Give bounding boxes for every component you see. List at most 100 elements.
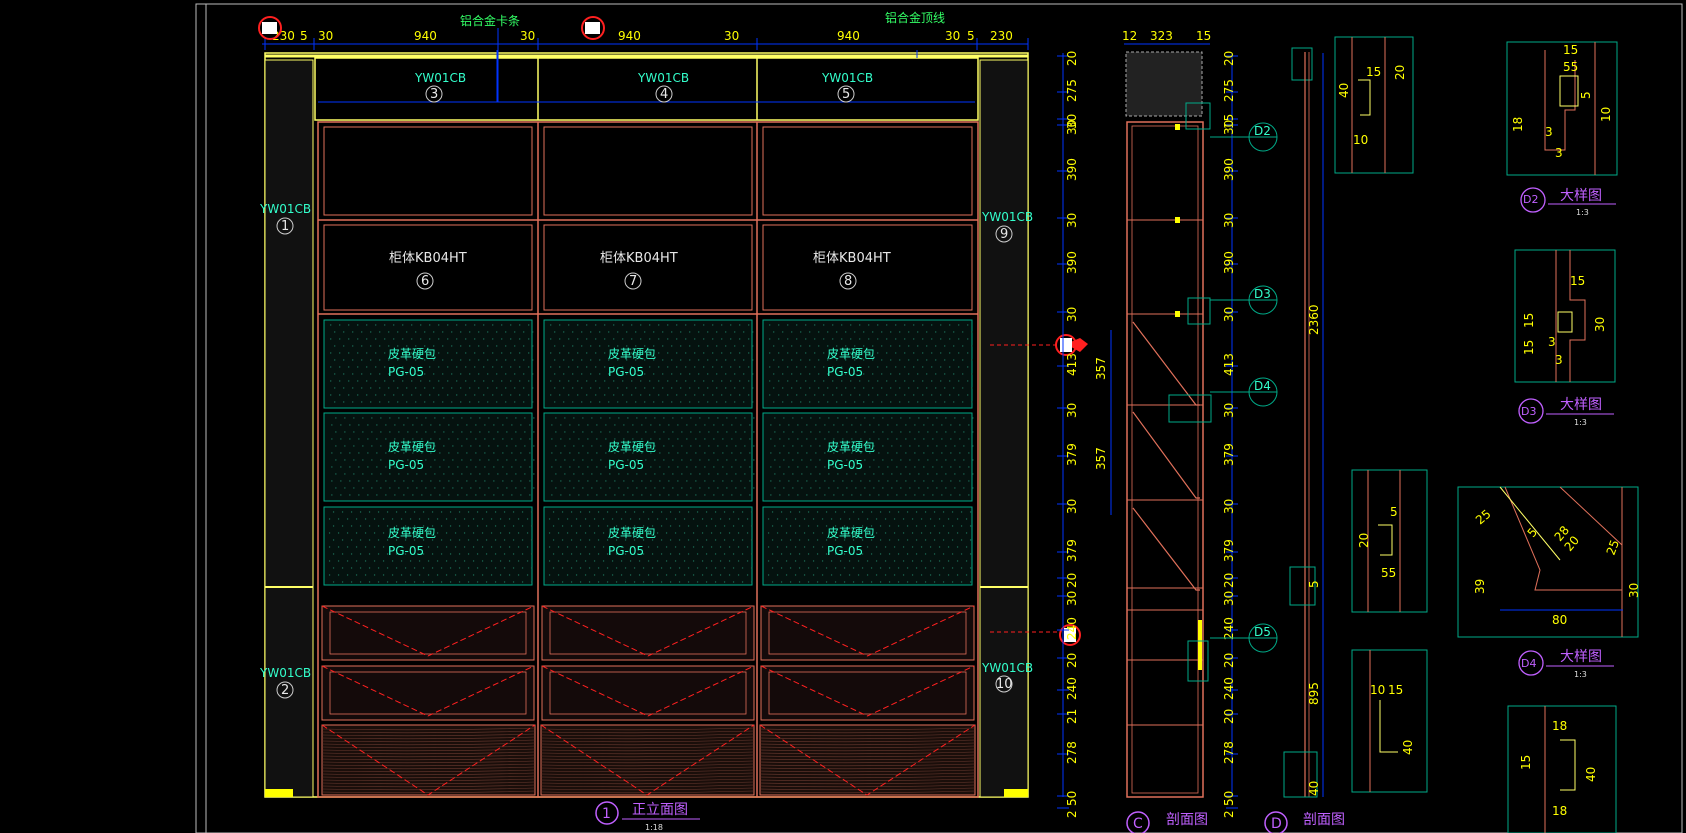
d3-dim-0: 15 xyxy=(1570,274,1585,288)
mid-dim-55: 55 xyxy=(1381,566,1396,580)
tag-code: YW01CB xyxy=(637,71,689,85)
tag-number: 1 xyxy=(281,219,289,234)
front-top-dim-0: 230 xyxy=(272,29,295,43)
drawer-front xyxy=(760,665,975,721)
leather-code: PG-05 xyxy=(388,458,424,472)
sec-c-right-dim-7: 30 xyxy=(1222,307,1236,322)
sec-c-left-dim-1: 357 xyxy=(1094,447,1108,470)
sec-d-dim-895: 895 xyxy=(1307,682,1321,705)
tag-code: 柜体KB04HT xyxy=(600,251,678,266)
side-material-tag: YW01CB 2 xyxy=(259,666,311,699)
leather-name: 皮革硬包 xyxy=(827,440,875,454)
sec-c-right-dim-12: 379 xyxy=(1222,539,1236,562)
front-top-dim-3: 940 xyxy=(414,29,437,43)
front-right-dim-19: 278 xyxy=(1065,741,1079,764)
detail-callout: D4 xyxy=(1210,377,1278,407)
leather-code: PG-05 xyxy=(608,458,644,472)
leather-name: 皮革硬包 xyxy=(608,347,656,361)
d4-dim-7: 80 xyxy=(1552,613,1567,627)
d3-title-block: D3 大样图 1:3 xyxy=(1518,397,1614,427)
tag-code: YW01CB xyxy=(259,666,311,680)
detail-callout: D3 xyxy=(1210,285,1278,315)
d2-title-block: D2 大样图 1:3 xyxy=(1520,187,1616,217)
d4-dim-4: 25 xyxy=(1604,538,1622,557)
sec-c-right-dim-5: 30 xyxy=(1222,213,1236,228)
sec-d-title: 剖面图 xyxy=(1303,812,1345,828)
tag-code: YW01CB xyxy=(981,210,1033,224)
cabinet-body-tag: 柜体KB04HT 7 xyxy=(600,251,678,290)
sec-c-right-dim-20: 50 xyxy=(1222,791,1236,806)
sec-c-right-dim-0: 20 xyxy=(1222,51,1236,66)
drawer-front xyxy=(321,665,535,721)
tag-number: 7 xyxy=(629,274,637,289)
d4-dim-6: 30 xyxy=(1627,583,1641,598)
front-right-dim-4: 390 xyxy=(1065,158,1079,181)
sec-c-right-dim-18: 20 xyxy=(1222,709,1236,724)
detail-box-lower: 10 15 40 xyxy=(1351,649,1428,793)
front-right-dim-7: 30 xyxy=(1065,307,1079,322)
d3-title: 大样图 xyxy=(1560,397,1602,413)
sec-c-right-dim-10: 379 xyxy=(1222,443,1236,466)
detail-callout: D5 xyxy=(1210,623,1278,653)
leather-name: 皮革硬包 xyxy=(827,347,875,361)
sec-d-dim-40: 40 xyxy=(1307,781,1321,796)
front-top-dim-7: 940 xyxy=(837,29,860,43)
tag-number: 4 xyxy=(660,87,668,102)
d4-dim-0: 25 xyxy=(1473,507,1494,528)
sec-d-letter: D xyxy=(1271,816,1282,832)
br-dim-2: 40 xyxy=(1584,767,1598,782)
sec-c-right-dim-17: 240 xyxy=(1222,677,1236,700)
drawer-front xyxy=(541,665,755,721)
leather-name: 皮革硬包 xyxy=(827,526,875,540)
br-dim-3: 18 xyxy=(1552,804,1567,818)
detail-d3: 15 15 15 30 3 3 D3 大样图 1:3 xyxy=(1514,249,1616,427)
front-title-block: 1 正立面图 1:18 xyxy=(595,801,700,832)
sec-c-dim-top-0: 12 xyxy=(1122,29,1137,43)
section-marker-top-left xyxy=(258,16,282,40)
tag-number: 6 xyxy=(421,274,429,289)
front-top-dim-5: 940 xyxy=(618,29,641,43)
mid-dim-20: 20 xyxy=(1393,65,1407,80)
front-top-dim-4: 30 xyxy=(520,29,535,43)
d2-dim-2: 5 xyxy=(1579,91,1593,99)
left-side-panel xyxy=(264,59,314,798)
mid-dim-5a: 5 xyxy=(1390,505,1398,519)
callout-label: D3 xyxy=(1254,287,1271,301)
front-right-dim-3: 30 xyxy=(1065,120,1079,135)
mid-dim-1015b: 15 xyxy=(1388,683,1403,697)
front-right-dim-1: 275 xyxy=(1065,79,1079,102)
tag-number: 2 xyxy=(281,683,289,698)
sec-d-dim-5: 5 xyxy=(1307,580,1321,588)
front-right-dim-14: 30 xyxy=(1065,591,1079,606)
sec-c-title: 剖面图 xyxy=(1166,812,1208,828)
sec-c-right-dim-16: 20 xyxy=(1222,653,1236,668)
sec-c-right-dim-15: 240 xyxy=(1222,617,1236,640)
leather-name: 皮革硬包 xyxy=(388,347,436,361)
drawer-front xyxy=(541,605,755,661)
front-right-dim-9: 30 xyxy=(1065,403,1079,418)
top-band xyxy=(314,57,979,121)
d2-dim-1: 55 xyxy=(1563,60,1578,74)
br-dim-0: 18 xyxy=(1552,719,1567,733)
detail-callout: D2 xyxy=(1210,122,1278,152)
detail-d2: 15 55 5 18 3 10 3 D2 大样图 1:3 xyxy=(1506,41,1618,217)
sec-c-left-dim-0: 357 xyxy=(1094,357,1108,380)
d4-dim-5: 39 xyxy=(1473,579,1487,594)
front-right-dim-5: 30 xyxy=(1065,213,1079,228)
wood-base xyxy=(321,724,976,796)
section-d: 2360 895 5 40 D 剖面图 xyxy=(1264,47,1345,833)
drawing-border xyxy=(195,3,1683,833)
d4-title-block: D4 大样图 1:3 xyxy=(1518,649,1614,679)
mid-dim-40: 40 xyxy=(1337,83,1351,98)
section-c: 12 323 15 357 357 xyxy=(1094,29,1278,833)
callout-label: D2 xyxy=(1254,124,1271,138)
tag-code: YW01CB xyxy=(981,661,1033,675)
sec-c-right-dim-6: 390 xyxy=(1222,251,1236,274)
section-c-title: C 剖面图 xyxy=(1126,811,1208,833)
sec-c-right-dim-3: 30 xyxy=(1222,120,1236,135)
leather-name: 皮革硬包 xyxy=(388,526,436,540)
d2-scale: 1:3 xyxy=(1576,208,1589,217)
